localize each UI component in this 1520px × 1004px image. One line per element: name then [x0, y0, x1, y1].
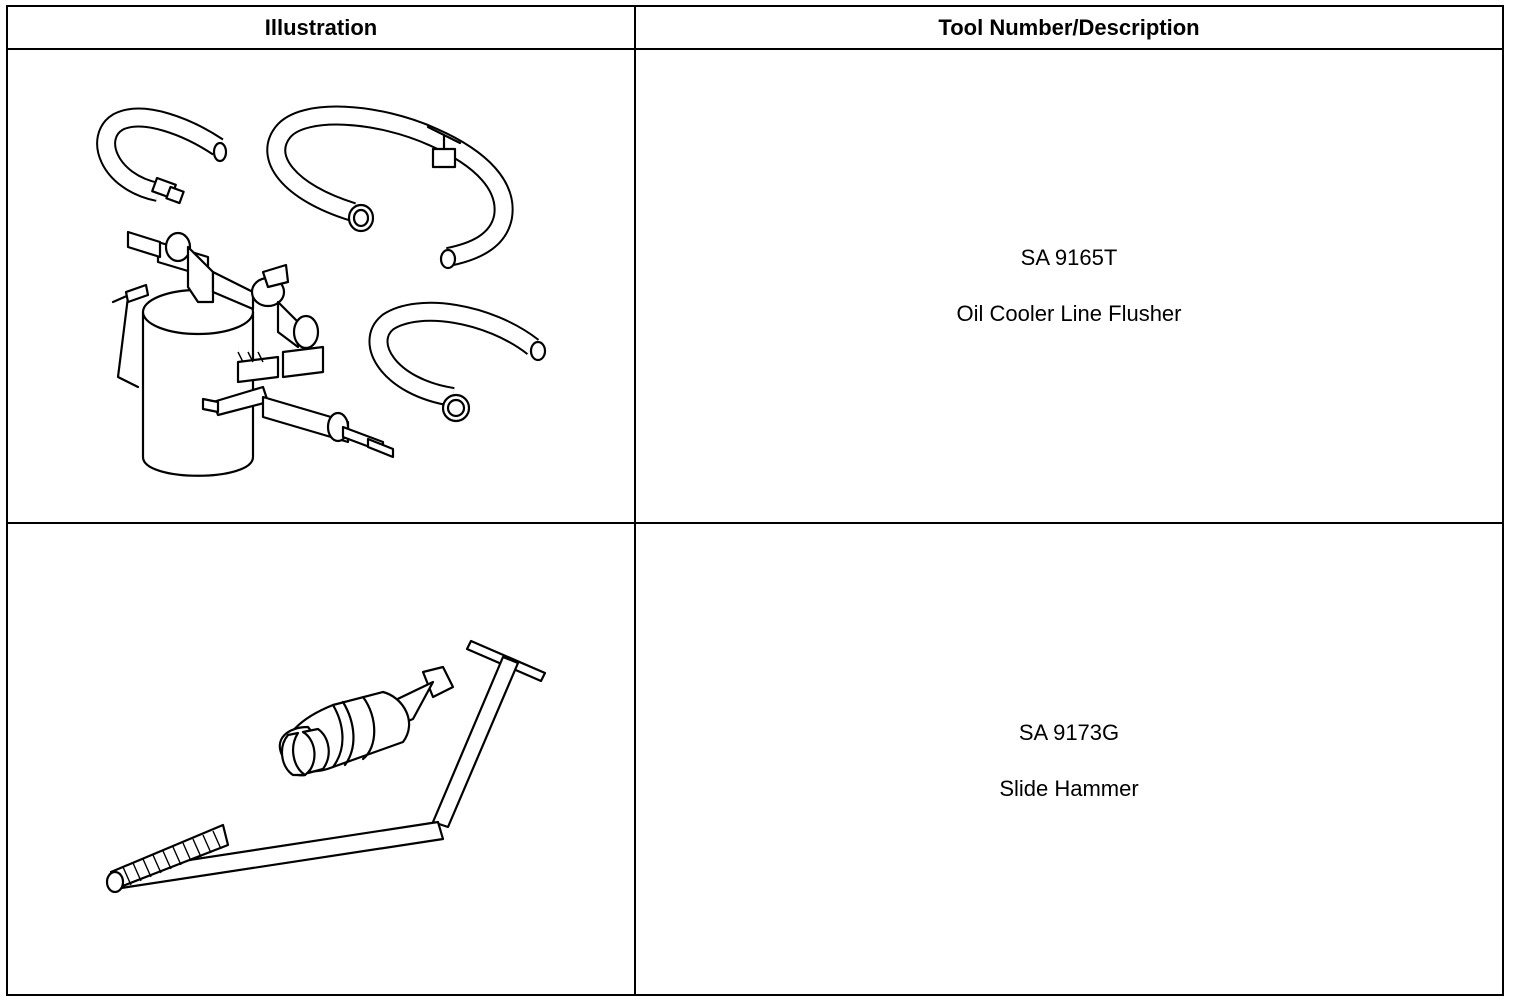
- header-tool-description: Tool Number/Description: [938, 15, 1200, 40]
- oil-cooler-line-flusher-drawing: [96, 105, 547, 477]
- slide-hammer-drawing: [105, 639, 547, 894]
- column-divider: [634, 7, 636, 994]
- tool-description: Slide Hammer: [999, 776, 1139, 801]
- table-row: SA 9165T Oil Cooler Line Flusher: [636, 245, 1502, 327]
- header-illustration: Illustration: [264, 15, 378, 40]
- tool-number: SA 9173G: [1018, 720, 1120, 745]
- tool-description: Oil Cooler Line Flusher: [956, 301, 1182, 326]
- row-divider: [8, 522, 1502, 524]
- tool-number: SA 9165T: [1020, 245, 1118, 270]
- tool-table: Illustration Tool Number/Description SA …: [6, 5, 1504, 996]
- table-row: SA 9173G Slide Hammer: [636, 720, 1502, 802]
- header-divider: [8, 48, 1502, 50]
